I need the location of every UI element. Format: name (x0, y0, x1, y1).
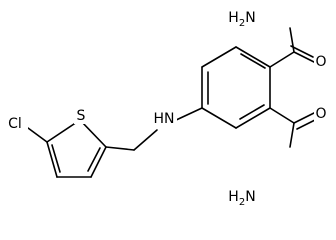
bond-nh-ch2 (133, 129, 158, 151)
atom-label-amide-nh2-bottom: H2N (228, 189, 255, 208)
bond-cn-bottom (289, 122, 295, 148)
bonds (27, 27, 320, 178)
bond-c-carbonyl-bottom (269, 107, 295, 124)
bond-c5-cl (27, 127, 48, 143)
atom-label-amine-nh: HN (154, 111, 175, 127)
atom-label-carbonyl-oxygen-bottom: O (315, 106, 326, 122)
bond-thio-double-2 (51, 144, 61, 173)
bond-co-top-b (290, 45, 314, 58)
bond-ring-4 (201, 107, 237, 129)
bond-thio-s-c2 (79, 119, 107, 148)
bond-ring-3 (235, 107, 271, 129)
bond-ch2-thiophene (105, 146, 135, 151)
bond-ring-double-1 (240, 53, 266, 69)
bond-thio-c2-c3 (90, 146, 107, 178)
bond-ring-nh (173, 107, 203, 122)
bond-ring-double-2 (239, 104, 265, 120)
bond-ring-6 (201, 46, 237, 68)
atom-label-amide-nh2-top: H2N (228, 10, 255, 29)
atom-labels: Cl S HN H2N O H2N O (2, 8, 328, 208)
bond-co-bottom-a (293, 111, 317, 124)
atom-label-sulfur: S (77, 108, 86, 124)
atom-label-chlorine: Cl (8, 116, 22, 132)
bond-co-top-a (293, 51, 317, 64)
molecule-structure-diagram: Cl S HN H2N O H2N O (2, 8, 328, 208)
bond-c-carbonyl-top (269, 51, 295, 68)
atom-label-carbonyl-oxygen-top: O (315, 54, 326, 70)
bond-cn-top (289, 27, 295, 53)
bond-ring-1 (235, 46, 271, 68)
bond-thio-double-1 (87, 147, 101, 172)
bond-thio-c4-c5 (46, 141, 58, 178)
